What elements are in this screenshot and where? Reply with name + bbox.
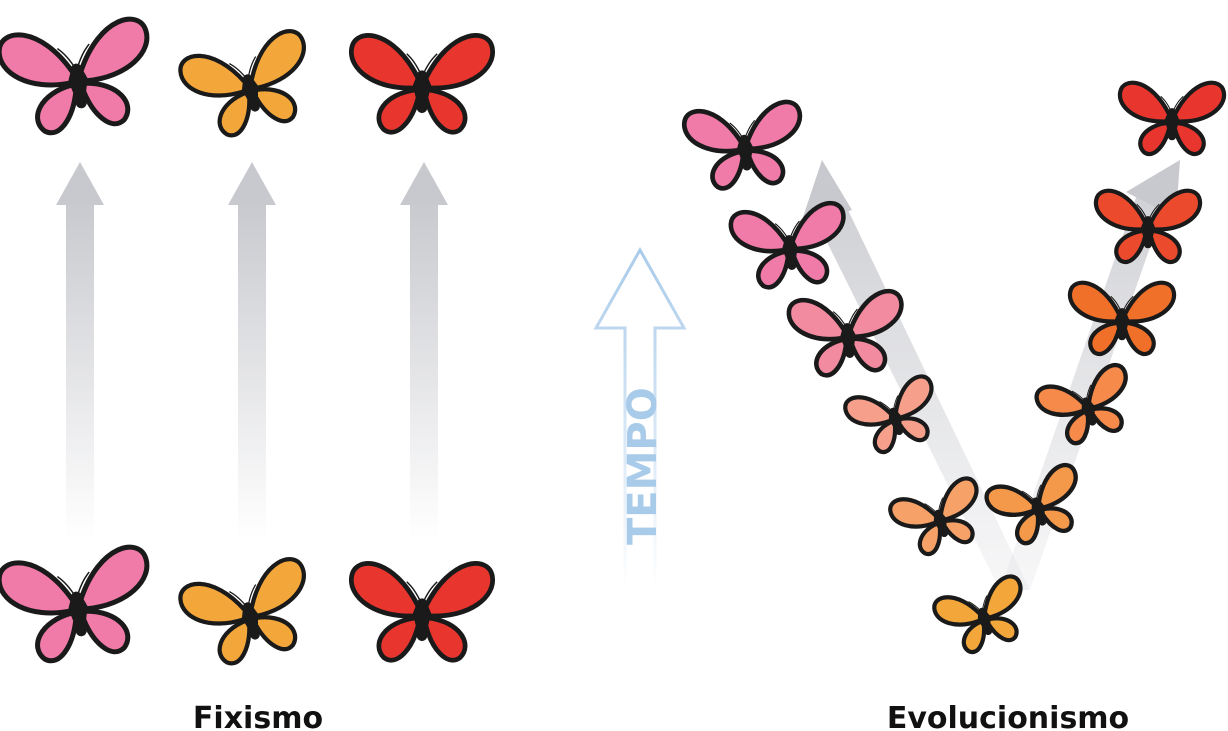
- time-arrow-icon: [593, 246, 687, 590]
- butterfly-icon: [351, 35, 492, 132]
- fixism-arrow-2: [228, 162, 276, 540]
- fixism-arrow-3: [400, 162, 448, 540]
- fixism-label: Fixismo: [193, 701, 323, 731]
- butterfly-icon: [1120, 83, 1224, 154]
- butterfly-icon: [0, 17, 158, 139]
- butterfly-icon: [683, 101, 807, 192]
- butterfly-icon: [351, 563, 492, 660]
- evolutionism-label: Evolucionismo: [887, 701, 1129, 731]
- time-label: TEMPO: [620, 387, 666, 545]
- butterfly-icon: [177, 556, 322, 672]
- butterfly-icon: [177, 28, 322, 144]
- fixism-arrow-1: [56, 162, 104, 540]
- butterfly-icon: [0, 545, 158, 667]
- butterfly-icon: [932, 574, 1036, 660]
